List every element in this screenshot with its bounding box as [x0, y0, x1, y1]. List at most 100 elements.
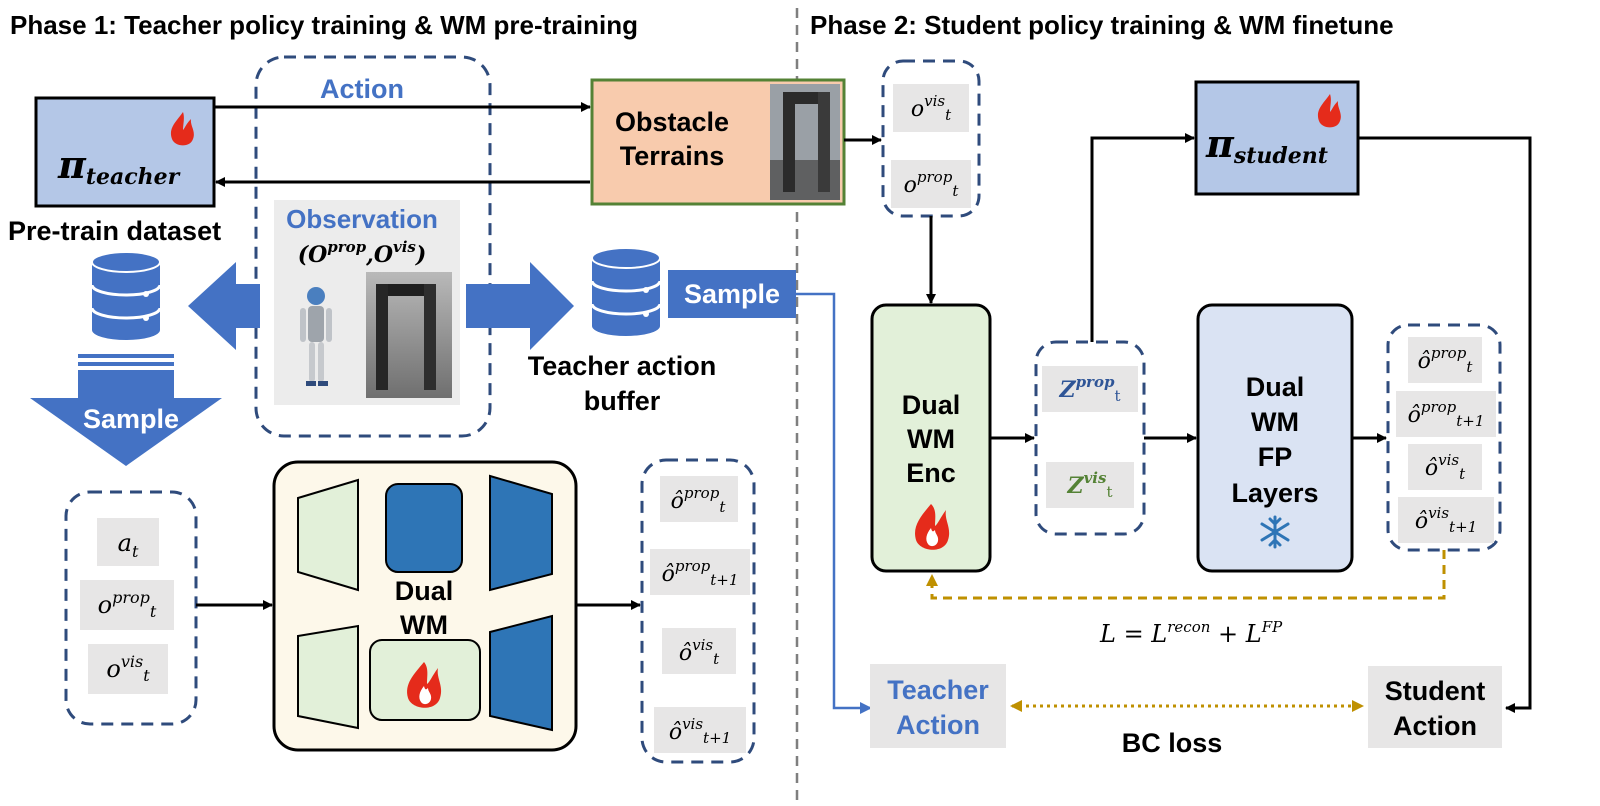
sample-to-teacher-action-line: [796, 292, 872, 714]
student-policy-subscript: student: [1233, 143, 1328, 169]
student-action-line2: Action: [1393, 711, 1477, 741]
sample-right-label: Sample: [684, 279, 780, 309]
p2-obs-prop-box: [891, 160, 971, 208]
teacher-policy-fire-icon: [170, 112, 194, 146]
wm-decoder-prop-shape: [489, 614, 553, 732]
sample-down-label: Sample: [83, 404, 179, 434]
wm-input-oprop: opropt: [98, 588, 157, 621]
latent-vis: Zvist: [1067, 469, 1113, 501]
wm-input-ovis: ovist: [106, 652, 150, 685]
observation-tuple-open: (O: [298, 242, 328, 268]
p2-output-3: ôvist+1: [1415, 504, 1477, 536]
phase1-title: Phase 1: Teacher policy training & WM pr…: [10, 10, 638, 40]
teacher-policy-label: πteacher: [57, 142, 181, 190]
robot-image: [300, 287, 332, 386]
wm-latent-vis-block: [385, 483, 463, 573]
wm-decoder-vis-shape: [489, 474, 553, 592]
student-policy-symbol: π: [1205, 121, 1235, 166]
latent-to-student-arrow: [1090, 133, 1195, 342]
pretrain-dataset-label: Pre-train dataset: [8, 216, 221, 246]
dual-wm-line2: WM: [400, 610, 448, 640]
wm-input-ovis-box: [88, 644, 168, 694]
p2-obs-vis-box: [893, 84, 969, 132]
wm-inputs-group: [64, 490, 198, 726]
snowflake-icon: [1260, 515, 1290, 549]
wm-input-a: at: [118, 529, 139, 561]
action-label: Action: [320, 74, 404, 104]
pretrain-database-icon: [90, 251, 162, 340]
wm-input-a-box: [97, 518, 159, 566]
p2-outputs: ôpropt ôpropt+1 ôvist ôvist+1: [1396, 337, 1496, 543]
loss-feedback-line: [926, 550, 1446, 600]
bc-loss-label: BC loss: [1122, 728, 1223, 758]
teacher-policy-subscript: teacher: [86, 164, 181, 190]
p2-output-1: ôpropt+1: [1408, 398, 1485, 430]
wm-output-1-box: [650, 549, 750, 595]
p2-output-0-box: [1408, 337, 1482, 383]
wm-output-1: ôpropt+1: [662, 557, 739, 589]
obstacle-gate-image: [770, 84, 840, 200]
p2-output-3-box: [1398, 497, 1494, 543]
teacher-buffer-line2: buffer: [584, 386, 661, 416]
latent-prop-box: [1042, 366, 1138, 412]
sample-down-bar1: [78, 354, 174, 358]
observation-group: [254, 55, 492, 438]
wm-output-0: ôpropt: [671, 484, 727, 516]
observation-tuple-comma: ,O: [365, 242, 393, 268]
teacher-action-line1: Teacher: [887, 675, 989, 705]
encoder-line2: WM: [907, 424, 955, 454]
fp-line3: FP: [1258, 442, 1293, 472]
teacher-buffer-line1: Teacher action: [528, 351, 717, 381]
obstacle-terrains-line1: Obstacle: [615, 107, 729, 137]
wm-encoder-vis-shape: [297, 478, 359, 592]
observation-tuple-close: ): [415, 242, 426, 268]
p2-output-2: ôvist: [1425, 451, 1466, 483]
teacher-policy-box: [34, 96, 216, 208]
phase2-title: Phase 2: Student policy training & WM fi…: [810, 10, 1394, 40]
sample-right-box: [668, 270, 796, 318]
observation-sup-prop: prop: [327, 238, 366, 256]
sample-down-arrow: [30, 370, 222, 466]
dual-wm-line1: Dual: [395, 576, 454, 606]
to-pretrain-arrow: [188, 262, 260, 350]
wm-inputs: at opropt ovist: [80, 518, 174, 694]
p2-output-1-box: [1396, 391, 1496, 437]
wm-encoder-prop-shape: [297, 624, 359, 730]
sample-down-bar2: [78, 362, 174, 366]
wm-output-3: ôvist+1: [669, 715, 731, 747]
dual-wm-fire-icon: [407, 662, 442, 708]
latent-vis-box: [1046, 462, 1134, 508]
p2-output-0: ôpropt: [1418, 344, 1474, 376]
fp-line4: Layers: [1231, 478, 1318, 508]
observation-sup-vis: vis: [393, 238, 416, 256]
fp-line2: WM: [1251, 407, 1299, 437]
student-policy-label: πstudent: [1205, 121, 1328, 169]
student-action-box: [1368, 666, 1502, 748]
teacher-action-line2: Action: [896, 710, 980, 740]
fp-line1: Dual: [1246, 372, 1305, 402]
teacher-policy-symbol: π: [57, 142, 87, 187]
obstacle-terrains-line2: Terrains: [620, 141, 725, 171]
encoder-line1: Dual: [902, 390, 961, 420]
encoder-fire-icon: [915, 504, 950, 550]
wm-input-oprop-box: [80, 580, 174, 630]
p2-output-2-box: [1408, 444, 1482, 490]
student-policy-fire-icon: [1317, 94, 1341, 128]
teacher-buffer-database-icon: [590, 247, 662, 336]
p2-obs-vis: ovist: [911, 92, 952, 124]
encoder-line3: Enc: [906, 458, 956, 488]
wm-output-3-box: [654, 707, 746, 753]
observation-tuple: (Oprop,Ovis): [298, 238, 427, 268]
wm-outputs-group: [640, 458, 756, 764]
loss-equation: L = Lrecon + LFP: [1099, 618, 1283, 648]
student-to-action-arrow: [1358, 136, 1532, 713]
teacher-action-box: [870, 664, 1006, 748]
wm-output-2: ôvist: [679, 636, 720, 668]
student-action-line1: Student: [1385, 676, 1486, 706]
to-buffer-arrow: [466, 262, 574, 350]
wm-output-0-box: [660, 476, 738, 522]
p2-obs-prop: opropt: [904, 168, 960, 200]
gate-image: [366, 272, 452, 398]
